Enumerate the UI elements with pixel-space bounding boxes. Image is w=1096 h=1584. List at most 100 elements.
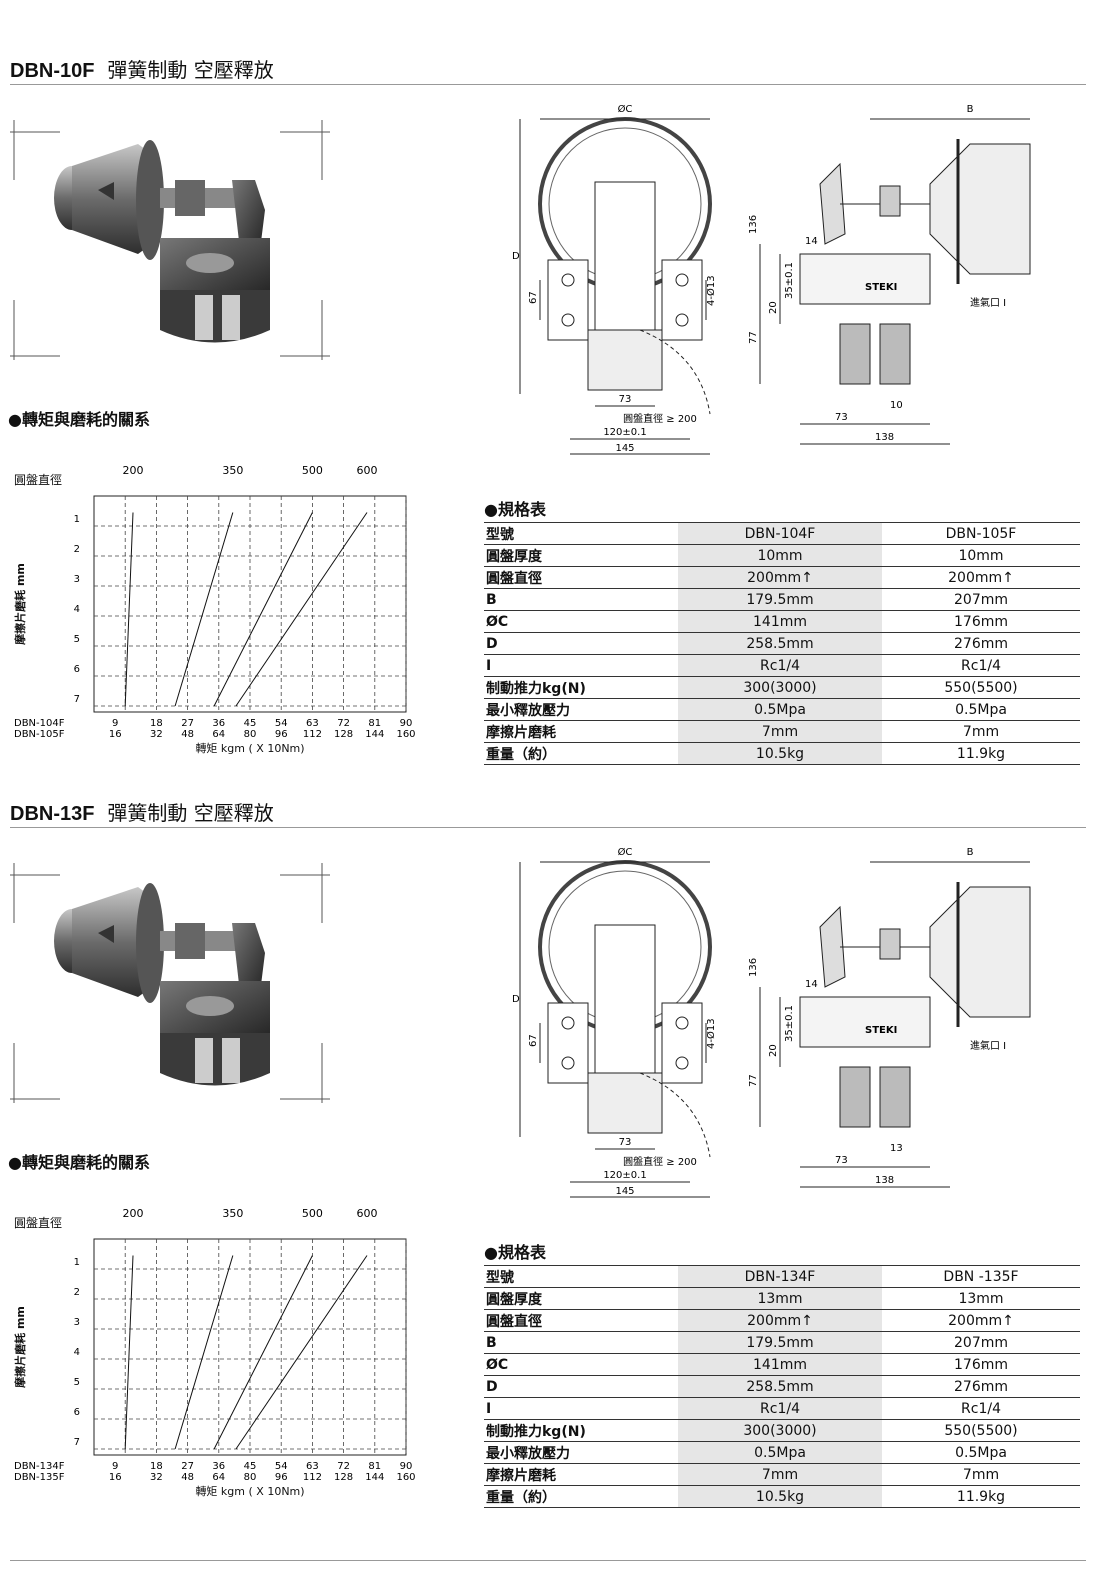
x-tick-label: 64 bbox=[212, 1472, 225, 1483]
air-inlet-label: 進氣口 I bbox=[970, 1039, 1006, 1052]
disc-diameter-label: 圓盤直徑 bbox=[14, 1216, 62, 1230]
chart-title: ●轉矩與磨耗的關系 bbox=[8, 1153, 150, 1172]
spec-value-a: 200mm↑ bbox=[678, 1309, 882, 1332]
dim-20: 20 bbox=[768, 1044, 779, 1057]
spec-value-a: 7mm bbox=[678, 720, 882, 743]
bottom-divider bbox=[10, 1560, 1086, 1561]
series-line-600 bbox=[235, 1255, 368, 1450]
x-tick-label: 32 bbox=[150, 1472, 163, 1483]
spec-value-b: 550(5500) bbox=[882, 676, 1080, 699]
spec-value-a: 7mm bbox=[678, 1463, 882, 1486]
spec-value-a: 13mm bbox=[678, 1287, 882, 1310]
x-tick-label: 96 bbox=[275, 1472, 288, 1483]
spec-value-b: 207mm bbox=[882, 1331, 1080, 1354]
spec-value-b: 11.9kg bbox=[882, 742, 1080, 765]
spec-value-b: 11.9kg bbox=[882, 1485, 1080, 1508]
title-divider bbox=[10, 827, 1086, 828]
y-tick-label: 1 bbox=[74, 514, 80, 525]
spec-label: I bbox=[484, 1397, 678, 1420]
x-tick-label: 160 bbox=[396, 729, 415, 740]
section-title: DBN-13F 彈簧制動 空壓釋放 bbox=[10, 797, 274, 826]
dim-138: 138 bbox=[875, 432, 894, 443]
y-tick-label: 4 bbox=[74, 604, 80, 615]
dim-77: 77 bbox=[748, 1074, 759, 1087]
dim-73b: 73 bbox=[835, 1155, 848, 1166]
dim-10: 10 bbox=[890, 400, 903, 411]
spec-label: 圓盤直徑 bbox=[484, 1309, 678, 1332]
spec-label: 摩擦片磨耗 bbox=[484, 720, 678, 743]
y-tick-label: 5 bbox=[74, 634, 80, 645]
spec-label: ØC bbox=[484, 610, 678, 633]
x-tick-label: 36 bbox=[212, 718, 225, 729]
spec-label: 制動推力kg(N) bbox=[484, 1419, 678, 1442]
series-line-600 bbox=[235, 512, 368, 707]
spec-value-b: 176mm bbox=[882, 610, 1080, 633]
dim-77: 77 bbox=[748, 331, 759, 344]
title-divider bbox=[10, 84, 1086, 85]
model-description: 彈簧制動 空壓釋放 bbox=[107, 58, 274, 82]
spec-value-a: 258.5mm bbox=[678, 1375, 882, 1398]
top-tick-label: 500 bbox=[302, 1207, 323, 1220]
spec-value-a: 200mm↑ bbox=[678, 566, 882, 589]
x-tick-label: 144 bbox=[365, 1472, 384, 1483]
y-tick-label: 7 bbox=[74, 1437, 80, 1448]
spec-value-a: 179.5mm bbox=[678, 1331, 882, 1354]
top-tick-label: 350 bbox=[222, 1207, 243, 1220]
product-section: DBN-13F 彈簧制動 空壓釋放 bbox=[0, 797, 1096, 1537]
x-tick-label: 48 bbox=[181, 729, 194, 740]
x-tick-label: 27 bbox=[181, 718, 194, 729]
dim-120: 120±0.1 bbox=[603, 1170, 646, 1181]
x-tick-label: 54 bbox=[275, 1461, 288, 1472]
dim-120: 120±0.1 bbox=[603, 427, 646, 438]
dim-138: 138 bbox=[875, 1175, 894, 1186]
x-tick-label: 36 bbox=[212, 1461, 225, 1472]
y-tick-label: 1 bbox=[74, 1257, 80, 1268]
x-tick-label: 27 bbox=[181, 1461, 194, 1472]
spec-value-b: 550(5500) bbox=[882, 1419, 1080, 1442]
x-row-name: DBN-105F bbox=[14, 729, 65, 740]
y-tick-label: 4 bbox=[74, 1347, 80, 1358]
y-tick-label: 3 bbox=[74, 574, 80, 585]
dim-145: 145 bbox=[615, 1186, 634, 1197]
spec-value-a: 10mm bbox=[678, 544, 882, 567]
x-tick-label: 32 bbox=[150, 729, 163, 740]
model-name: DBN-13F bbox=[10, 803, 95, 825]
section-title: DBN-10F 彈簧制動 空壓釋放 bbox=[10, 54, 274, 83]
x-tick-label: 45 bbox=[244, 718, 257, 729]
x-tick-label: 81 bbox=[368, 1461, 381, 1472]
top-tick-label: 200 bbox=[123, 1207, 144, 1220]
model-name: DBN-10F bbox=[10, 60, 95, 82]
x-tick-label: 81 bbox=[368, 718, 381, 729]
brake-product-photo bbox=[10, 120, 330, 360]
dim-14: 14 bbox=[805, 979, 818, 990]
dim-phi-c: ØC bbox=[618, 103, 633, 115]
spec-label: I bbox=[484, 654, 678, 677]
spec-value-b: 13mm bbox=[882, 1287, 1080, 1310]
spec-label: 最小釋放壓力 bbox=[484, 698, 678, 721]
x-tick-label: 72 bbox=[337, 718, 350, 729]
x-row-name: DBN-134F bbox=[14, 1461, 65, 1472]
brake-product-photo bbox=[10, 863, 330, 1103]
dim-73: 73 bbox=[619, 1137, 632, 1148]
x-tick-label: 45 bbox=[244, 1461, 257, 1472]
spec-label: B bbox=[484, 588, 678, 611]
x-tick-label: 90 bbox=[400, 1461, 413, 1472]
air-inlet-label: 進氣口 I bbox=[970, 296, 1006, 309]
x-tick-label: 16 bbox=[109, 729, 122, 740]
spec-value-b: 200mm↑ bbox=[882, 1309, 1080, 1332]
spec-label: 摩擦片磨耗 bbox=[484, 1463, 678, 1486]
x-tick-label: 9 bbox=[112, 1461, 118, 1472]
y-axis-label: 摩擦片磨耗 mm bbox=[13, 563, 27, 645]
x-tick-label: 160 bbox=[396, 1472, 415, 1483]
